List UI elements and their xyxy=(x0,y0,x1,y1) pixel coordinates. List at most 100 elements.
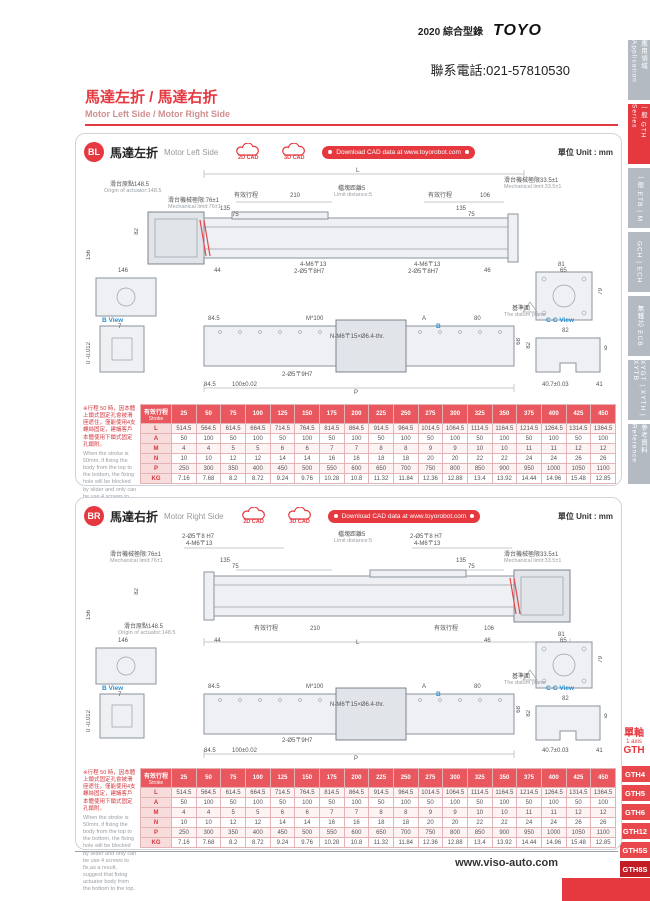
dim-label: L xyxy=(356,168,360,174)
table-cell: 250 xyxy=(171,463,197,474)
cad-3d-icon[interactable]: 3D CAD xyxy=(278,143,310,161)
table-cell: 5 xyxy=(244,807,271,818)
cad-2d-icon[interactable]: 2D CAD xyxy=(232,143,264,161)
table-cell: 9.24 xyxy=(269,837,296,848)
cad-3d-icon[interactable]: 3D CAD xyxy=(284,507,316,525)
table-cell: 800 xyxy=(442,463,468,474)
model-tab-gth8s[interactable]: GTH8S xyxy=(620,861,650,877)
note-cn: ※行程 50 時，因本體上鎖式固定孔會被滑座遮住，僅能使用4支螺絲固定，建議客戶… xyxy=(83,770,136,812)
table-cell: 7 xyxy=(343,443,370,454)
sidebar-tab-xy-series[interactable]: XYGT | XYTH | XYTB xyxy=(628,360,650,420)
dim-label: Limit distance:5 xyxy=(334,538,373,544)
table-cell: 100 xyxy=(392,433,419,444)
table-cell: 50 xyxy=(220,797,246,808)
dim-label: The datum plane xyxy=(504,680,546,686)
table-cell: 14.44 xyxy=(516,837,542,848)
page-title-block: 馬達左折 / 馬達右折 Motor Left Side / Motor Righ… xyxy=(85,86,618,126)
table-cell: 10 xyxy=(195,453,222,464)
table-cell: 12.88 xyxy=(442,837,468,848)
dim-label: 81 xyxy=(558,262,565,268)
sidebar-tab-etb-m[interactable]: 一般 ETB | M xyxy=(628,168,650,228)
table-cell: 400 xyxy=(244,827,271,838)
page-title: 馬達左折 / 馬達右折 xyxy=(85,89,218,106)
table-cell: 26 xyxy=(565,453,592,464)
stroke-value-header: 350 xyxy=(491,768,518,788)
dim-label: Limit distance:5 xyxy=(334,192,373,198)
table-cell: 8.72 xyxy=(244,473,271,484)
dim-label: 9 xyxy=(604,346,608,352)
dim-label: 滑台機械極限33.5±1 xyxy=(504,552,559,558)
table-cell: 100 xyxy=(491,797,518,808)
table-cell: 1314.5 xyxy=(565,787,592,798)
table-cell: 764.5 xyxy=(294,423,320,434)
table-cell: 6 xyxy=(294,807,320,818)
dim-label: 有效行程 xyxy=(234,193,259,199)
table-cell: 714.5 xyxy=(269,423,296,434)
stroke-value-header: 200 xyxy=(343,768,370,788)
dim-label: 80 xyxy=(474,316,481,322)
model-tab-gth5[interactable]: GTH5 xyxy=(620,785,650,801)
dim-label: 44 xyxy=(214,268,221,274)
page-subtitle: Motor Left Side / Motor Right Side xyxy=(85,109,230,119)
model-tab-gth12[interactable]: GTH12 xyxy=(620,823,650,839)
table-cell: 16 xyxy=(318,817,345,828)
dim-label: C-C View xyxy=(546,317,575,324)
dim-label: Origin of actuator:148.5 xyxy=(104,188,162,194)
table-cell: 10.28 xyxy=(318,837,345,848)
dim-label: Mechanical limit:76±1 xyxy=(110,558,163,564)
table-cell: 4 xyxy=(171,443,197,454)
table-cell: 814.5 xyxy=(318,423,345,434)
model-tab-gth6[interactable]: GTH6 xyxy=(620,804,650,820)
table-cell: 700 xyxy=(392,827,419,838)
dim-label: 2-Ø5〒8 H7 xyxy=(410,534,443,540)
table-cell: 914.5 xyxy=(368,787,394,798)
table-cell: 8 xyxy=(392,807,419,818)
sidebar-tab-application[interactable]: 應用領域 Application xyxy=(628,40,650,100)
stroke-value-header: 300 xyxy=(442,768,468,788)
sidebar-tab-gch-ech[interactable]: GCH | ECH xyxy=(628,232,650,292)
dim-label: 210 xyxy=(310,626,321,632)
sidebar-tab-ecb[interactable]: 無鐵芯 ECB xyxy=(628,296,650,356)
model-tab-gth4[interactable]: GTH4 xyxy=(620,766,650,782)
table-cell: 100 xyxy=(343,797,370,808)
sidebar-tab-gth-series[interactable]: 一般 GTH Series xyxy=(628,104,650,164)
dim-label: 84.5 xyxy=(204,382,216,388)
row-label: KG xyxy=(140,473,172,484)
table-cell: 50 xyxy=(466,797,493,808)
stroke-value-header: 425 xyxy=(565,404,592,424)
dim-label: 82 xyxy=(526,710,532,717)
footer-url[interactable]: www.viso-auto.com xyxy=(455,857,558,869)
footer-red-band xyxy=(562,878,650,901)
download-cad-link[interactable]: Download CAD data at www.toyorobot.com xyxy=(322,145,475,159)
dim-label: Mechanical limit:76±1 xyxy=(168,204,221,210)
cad-2d-icon[interactable]: 2D CAD xyxy=(238,507,270,525)
row-label: N xyxy=(140,453,172,464)
table-cell: 100 xyxy=(343,433,370,444)
row-label: A xyxy=(140,797,172,808)
stroke-value-header: 250 xyxy=(392,768,419,788)
table-cell: 14 xyxy=(294,817,320,828)
pill-dot-icon xyxy=(470,514,475,518)
table-cell: 7 xyxy=(318,443,345,454)
table-cell: 650 xyxy=(368,827,394,838)
table-cell: 100 xyxy=(294,433,320,444)
table-cell: 5 xyxy=(244,443,271,454)
dim-label: L xyxy=(356,640,360,646)
table-cell: 1000 xyxy=(540,827,567,838)
sidebar-tab-reference[interactable]: 參考資料 Reference xyxy=(628,424,650,484)
download-cad-link[interactable]: Download CAD data at www.toyorobot.com xyxy=(327,509,481,523)
table-cell: 1164.5 xyxy=(491,787,518,798)
table-cell: 100 xyxy=(294,797,320,808)
cloud-icon xyxy=(287,507,311,520)
dim-label: Origin of actuator:148.5 xyxy=(118,630,176,636)
model-tab-gth5s[interactable]: GTH5S xyxy=(620,842,650,858)
